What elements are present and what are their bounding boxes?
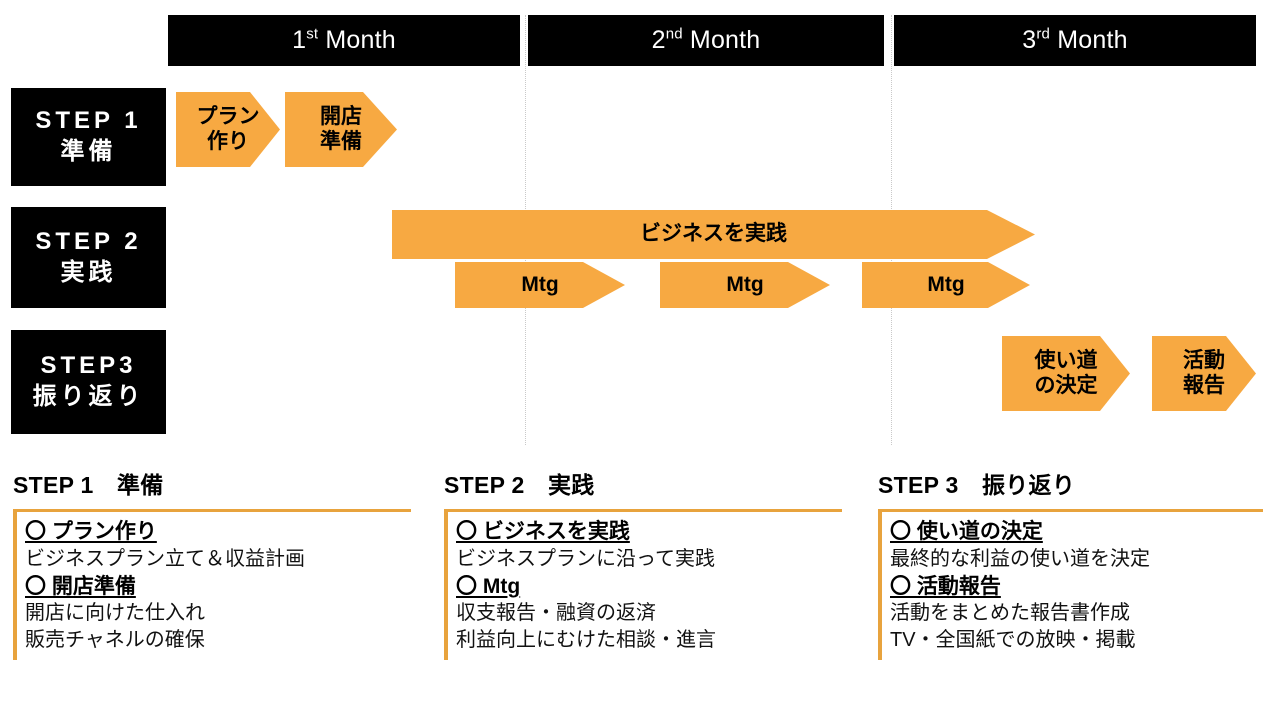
detail-item-line: 収支報告・融資の返済: [456, 602, 656, 625]
detail-item-head: 〇 開店準備: [25, 574, 136, 598]
task-chevron-decide-usage[interactable]: 使い道 の決定: [1002, 336, 1130, 411]
detail-item-head: 〇 活動報告: [890, 574, 1001, 598]
detail-column-3-title: STEP 3 振り返り: [878, 472, 1076, 498]
step-box-2-subtitle: 実践: [60, 258, 117, 286]
detail-item-line: 利益向上にむけた相談・進言: [456, 629, 716, 652]
step-box-3-subtitle: 振り返り: [32, 383, 145, 410]
detail-column-3-body: 〇 使い道の決定 最終的な利益の使い道を決定 〇 活動報告 活動をまとめた報告書…: [878, 509, 1263, 660]
task-chevron-plan-making[interactable]: プラン 作り: [176, 92, 280, 167]
task-chevron-opening-prep[interactable]: 開店 準備: [285, 92, 397, 167]
task-chevron-practice-business[interactable]: ビジネスを実践: [392, 210, 1035, 259]
month-header-3: 3rd Month: [894, 15, 1256, 66]
detail-item-head-row: 〇 開店準備: [25, 573, 411, 601]
month-header-3-text: 3rd Month: [1022, 25, 1128, 54]
step-box-1: STEP 1 準備: [11, 88, 166, 186]
step-box-3-title: STEP3: [40, 352, 137, 380]
detail-item-head-row: 〇 ビジネスを実践: [456, 518, 842, 546]
detail-item-head-row: 〇 活動報告: [890, 573, 1263, 601]
detail-item-line: 最終的な利益の使い道を決定: [890, 547, 1150, 570]
detail-column-2-body: 〇 ビジネスを実践 ビジネスプランに沿って実践 〇 Mtg 収支報告・融資の返済…: [444, 509, 842, 660]
detail-column-1-title: STEP 1 準備: [13, 472, 164, 498]
detail-column-1: STEP 1 準備 〇 プラン作り ビジネスプラン立て＆収益計画 〇 開店準備 …: [13, 466, 411, 660]
detail-item-head: 〇 ビジネスを実践: [456, 520, 630, 543]
task-chevron-mtg-3[interactable]: Mtg: [862, 262, 1030, 308]
detail-item-head: 〇 プラン作り: [25, 520, 157, 543]
month-header-1: 1st Month: [168, 15, 520, 66]
month-header-2: 2nd Month: [528, 15, 884, 66]
detail-item-head-row: 〇 プラン作り: [25, 518, 411, 546]
month-header-2-text: 2nd Month: [651, 25, 761, 54]
detail-column-2-title: STEP 2 実践: [444, 472, 595, 498]
detail-item-line: ビジネスプラン立て＆収益計画: [25, 547, 305, 570]
detail-item-line: ビジネスプランに沿って実践: [456, 547, 715, 570]
detail-item-line: 開店に向けた仕入れ: [25, 602, 205, 625]
month-header-1-text: 1st Month: [292, 25, 396, 54]
detail-column-3: STEP 3 振り返り 〇 使い道の決定 最終的な利益の使い道を決定 〇 活動報…: [878, 466, 1263, 660]
detail-item-head-row: 〇 Mtg: [456, 573, 842, 601]
task-chevron-mtg-2[interactable]: Mtg: [660, 262, 830, 308]
step-box-1-title: STEP 1: [35, 107, 142, 135]
detail-item-line: TV・全国紙での放映・掲載: [890, 629, 1136, 652]
step-box-2-title: STEP 2: [35, 227, 142, 255]
step-box-2: STEP 2 実践: [11, 207, 166, 308]
detail-item-head: 〇 使い道の決定: [890, 520, 1043, 543]
step-box-3: STEP3 振り返り: [11, 330, 166, 434]
detail-column-2: STEP 2 実践 〇 ビジネスを実践 ビジネスプランに沿って実践 〇 Mtg …: [444, 466, 842, 660]
detail-item-head: 〇 Mtg: [456, 574, 521, 598]
detail-item-line: 販売チャネルの確保: [25, 629, 205, 652]
task-chevron-mtg-1[interactable]: Mtg: [455, 262, 625, 308]
step-box-1-subtitle: 準備: [60, 138, 117, 165]
detail-item-head-row: 〇 使い道の決定: [890, 518, 1263, 546]
detail-column-1-body: 〇 プラン作り ビジネスプラン立て＆収益計画 〇 開店準備 開店に向けた仕入れ …: [13, 509, 411, 660]
detail-item-line: 活動をまとめた報告書作成: [890, 602, 1130, 625]
task-chevron-activity-report[interactable]: 活動 報告: [1152, 336, 1256, 411]
